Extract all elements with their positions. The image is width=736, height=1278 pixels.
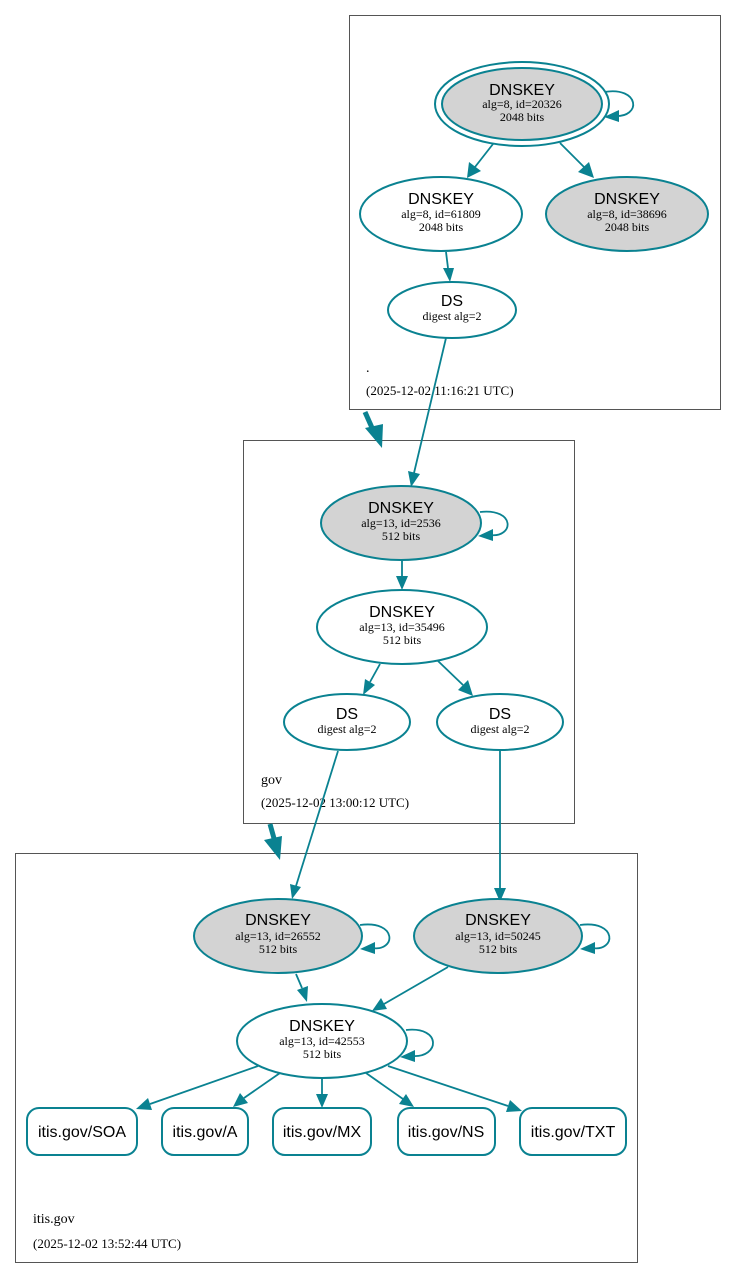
record-mx[interactable]: itis.gov/MX (272, 1107, 372, 1156)
edge-root-ksk-to-key3 (559, 142, 594, 178)
edge-itis-zsk-self (400, 1028, 434, 1062)
zone-itis-name: itis.gov (33, 1212, 75, 1227)
node-detail: alg=8, id=38696 (587, 207, 667, 221)
edge-itis-zsk-to-txt (387, 1065, 522, 1112)
record-ns[interactable]: itis.gov/NS (397, 1107, 496, 1156)
edge-gov-zsk-to-ds2 (437, 660, 473, 696)
node-gov-zsk[interactable]: DNSKEY alg=13, id=35496 512 bits (316, 589, 488, 665)
node-detail: 512 bits (382, 529, 421, 543)
node-title: DNSKEY (489, 82, 555, 99)
node-detail: 512 bits (259, 942, 298, 956)
node-gov-ds2[interactable]: DS digest alg=2 (436, 693, 564, 751)
record-soa[interactable]: itis.gov/SOA (26, 1107, 138, 1156)
delegation-arrow-gov-itis (264, 823, 282, 860)
zone-root-name: . (366, 361, 370, 376)
node-detail: 512 bits (479, 942, 518, 956)
edge-gov-ksk-self (478, 510, 509, 541)
zone-gov-timestamp: (2025-12-02 13:00:12 UTC) (261, 795, 409, 810)
delegation-arrow-root-gov (362, 410, 383, 448)
node-detail: alg=13, id=2536 (361, 516, 441, 530)
node-itis-ksk1[interactable]: DNSKEY alg=13, id=26552 512 bits (193, 898, 363, 974)
zone-itis-timestamp: (2025-12-02 13:52:44 UTC) (33, 1236, 181, 1251)
zone-gov-name: gov (261, 773, 282, 788)
node-title: DNSKEY (408, 191, 474, 208)
node-detail: digest alg=2 (422, 309, 481, 323)
node-detail: 2048 bits (419, 220, 464, 234)
node-title: DNSKEY (465, 912, 531, 929)
edge-itis-zsk-to-mx (316, 1078, 328, 1108)
edge-itis-zsk-to-ns (365, 1072, 414, 1107)
node-root-key3[interactable]: DNSKEY alg=8, id=38696 2048 bits (545, 176, 709, 252)
node-title: DNSKEY (368, 500, 434, 517)
edge-gov-ds1-to-itis-ksk1 (290, 750, 339, 899)
node-detail: 512 bits (303, 1047, 342, 1061)
edge-itis-ksk2-self (579, 923, 611, 954)
edge-itis-zsk-to-soa (136, 1065, 259, 1110)
edge-itis-ksk1-self (359, 923, 391, 954)
record-label: itis.gov/A (173, 1124, 238, 1141)
record-a[interactable]: itis.gov/A (161, 1107, 249, 1156)
node-detail: alg=13, id=42553 (279, 1034, 365, 1048)
node-title: DNSKEY (594, 191, 660, 208)
node-detail: alg=8, id=61809 (401, 207, 481, 221)
node-root-ds[interactable]: DS digest alg=2 (387, 281, 517, 339)
zone-root-timestamp: (2025-12-02 11:16:21 UTC) (366, 383, 514, 398)
node-title: DS (489, 706, 511, 723)
edge-root-ksk-self (603, 90, 634, 122)
record-label: itis.gov/TXT (531, 1124, 616, 1141)
node-itis-zsk[interactable]: DNSKEY alg=13, id=42553 512 bits (236, 1003, 408, 1079)
edge-root-ksk-to-zsk (467, 143, 494, 178)
node-detail: 512 bits (383, 633, 422, 647)
node-title: DNSKEY (289, 1018, 355, 1035)
node-detail: alg=13, id=26552 (235, 929, 321, 943)
node-itis-ksk2[interactable]: DNSKEY alg=13, id=50245 512 bits (413, 898, 583, 974)
edge-itis-zsk-to-a (233, 1072, 281, 1107)
node-title: DS (336, 706, 358, 723)
edge-itis-ksk1-to-zsk (295, 973, 308, 1002)
node-title: DNSKEY (245, 912, 311, 929)
node-detail: 2048 bits (605, 220, 650, 234)
edge-root-zsk-to-ds (443, 251, 454, 282)
node-detail: digest alg=2 (470, 722, 529, 736)
edge-root-ds-to-gov-ksk (408, 337, 447, 487)
node-detail: alg=13, id=35496 (359, 620, 445, 634)
node-detail: digest alg=2 (317, 722, 376, 736)
node-title: DS (441, 293, 463, 310)
node-detail: alg=13, id=50245 (455, 929, 541, 943)
node-gov-ds1[interactable]: DS digest alg=2 (283, 693, 411, 751)
record-label: itis.gov/SOA (38, 1124, 126, 1141)
record-txt[interactable]: itis.gov/TXT (519, 1107, 627, 1156)
node-root-ksk[interactable]: DNSKEY alg=8, id=20326 2048 bits (434, 61, 610, 147)
record-label: itis.gov/MX (283, 1124, 362, 1141)
edge-gov-ksk-to-zsk (396, 560, 408, 590)
edge-gov-ds2-to-itis-ksk2 (494, 751, 506, 902)
node-detail: alg=8, id=20326 (482, 97, 562, 111)
node-title: DNSKEY (369, 604, 435, 621)
edge-itis-ksk2-to-zsk (372, 966, 449, 1011)
node-gov-ksk[interactable]: DNSKEY alg=13, id=2536 512 bits (320, 485, 482, 561)
record-label: itis.gov/NS (408, 1124, 484, 1141)
node-detail: 2048 bits (500, 110, 545, 124)
edge-gov-zsk-to-ds1 (363, 663, 381, 695)
node-root-zsk[interactable]: DNSKEY alg=8, id=61809 2048 bits (359, 176, 523, 252)
